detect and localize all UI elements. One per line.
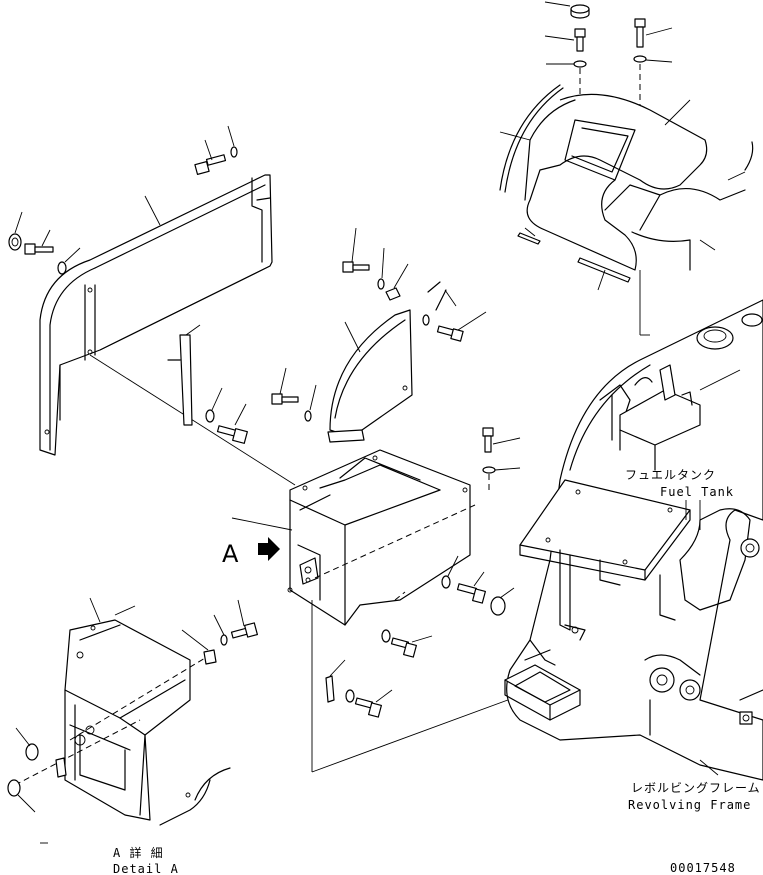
nut-icon [7, 779, 36, 813]
part-number: 00017548 [670, 861, 736, 875]
washer-icon [57, 247, 81, 275]
center-cover-assembly [271, 227, 487, 443]
bolt-icon [194, 139, 227, 175]
bolt-icon [271, 367, 299, 405]
nut-icon [15, 727, 39, 761]
clip-icon [55, 757, 67, 778]
clip-icon [181, 629, 217, 665]
side-frame-assembly [8, 125, 296, 486]
cap-icon [490, 587, 515, 616]
nut-icon [8, 211, 23, 251]
detail-a-assembly: A 詳 細 Detail A [7, 597, 258, 875]
bolt-icon [390, 635, 433, 658]
main-bracket-assembly: A [222, 427, 536, 773]
fuel-tank-label-en: Fuel Tank [660, 485, 734, 499]
washer-icon [205, 387, 223, 423]
bolt-icon [544, 1, 590, 19]
washer-icon [546, 60, 587, 68]
bolt-icon [216, 403, 248, 444]
washer-icon [422, 314, 430, 326]
washer-icon [441, 555, 459, 589]
bolt-icon [436, 311, 487, 342]
washer-icon [482, 466, 521, 474]
detail-label-jp: A 詳 細 [113, 845, 164, 860]
washer-icon [213, 614, 228, 646]
bolt-icon [456, 571, 486, 604]
washer-icon [227, 125, 238, 158]
washer-icon [381, 629, 391, 643]
detail-label-en: Detail A [113, 862, 179, 875]
view-arrow-icon [258, 537, 280, 561]
view-letter: A [222, 540, 239, 568]
washer-icon [304, 384, 317, 422]
bolt-icon [342, 227, 370, 273]
washer-icon [633, 55, 673, 63]
clip-icon [325, 659, 346, 703]
revolving-frame-label-en: Revolving Frame [628, 798, 751, 812]
bolt-icon [24, 229, 54, 255]
fuel-tank-label-jp: フュエルタンク [625, 468, 716, 482]
washer-icon [345, 689, 355, 703]
revolving-frame-assembly [504, 299, 763, 781]
bolt-icon [354, 689, 393, 718]
revolving-frame-label-jp: レボルビングフレーム [631, 781, 761, 795]
bolt-icon [482, 427, 521, 453]
bolt-icon [634, 18, 673, 48]
washer-icon [377, 247, 385, 290]
top-cover-assembly [499, 1, 754, 336]
bolt-icon [544, 28, 586, 52]
bolt-icon [230, 599, 258, 639]
clip-icon [385, 263, 409, 301]
